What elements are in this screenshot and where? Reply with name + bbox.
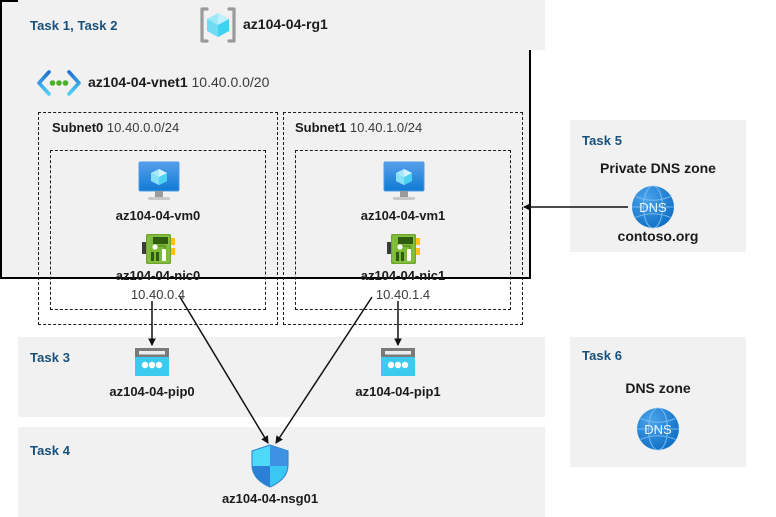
virtual-network-cidr: 10.40.0.0/20 (191, 74, 270, 90)
virtual-network-name: az104-04-vnet1 (88, 74, 188, 90)
subnet0-resource-box (50, 150, 266, 310)
nic1-label: az104-04-nic1 (360, 268, 446, 283)
subnet1-name: Subnet1 (295, 120, 347, 135)
resource-group-name: az104-04-rg1 (243, 16, 328, 32)
network-interface-icon (142, 232, 176, 266)
vm1-label: az104-04-vm1 (360, 208, 446, 223)
pip1-label: az104-04-pip1 (355, 384, 441, 399)
virtual-machine-icon (136, 160, 182, 202)
public-ip-address-icon (134, 347, 170, 377)
task-label-task4: Task 4 (30, 443, 71, 458)
subnet1-resource-box (295, 150, 511, 310)
private-dns-zone-name: contoso.org (617, 228, 699, 244)
network-security-group-icon (251, 444, 289, 488)
task-label-task5: Task 5 (582, 133, 623, 148)
resource-group-icon (198, 7, 238, 43)
subnet0-title: Subnet0 10.40.0.0/24 (52, 120, 179, 135)
network-interface-icon (387, 232, 421, 266)
vm0-label: az104-04-vm0 (115, 208, 201, 223)
dns-zone-heading: DNS zone (625, 380, 691, 396)
task-label-task6: Task 6 (582, 348, 623, 363)
nsg-label: az104-04-nsg01 (221, 491, 319, 506)
dns-icon-text: DNS (644, 422, 672, 437)
pip0-label: az104-04-pip0 (109, 384, 195, 399)
resource-group-panel (18, 0, 545, 50)
nic1-ip: 10.40.1.4 (375, 287, 431, 302)
task-label-task1-task2: Task 1, Task 2 (30, 18, 118, 33)
public-ip-address-icon (380, 347, 416, 377)
subnet1-title: Subnet1 10.40.1.0/24 (295, 120, 422, 135)
subnet0-name: Subnet0 (52, 120, 104, 135)
subnet1-cidr: 10.40.1.0/24 (349, 120, 423, 135)
virtual-machine-icon (381, 160, 427, 202)
nic0-label: az104-04-nic0 (115, 268, 201, 283)
public-ip-panel (18, 337, 545, 417)
dns-zone-icon: DNS (634, 405, 682, 453)
subnet0-cidr: 10.40.0.0/24 (106, 120, 180, 135)
subnet1-box (283, 112, 523, 325)
dns-icon-text: DNS (639, 200, 667, 215)
nic0-ip: 10.40.0.4 (130, 287, 186, 302)
virtual-network-title: az104-04-vnet1 10.40.0.0/20 (88, 74, 269, 90)
task-label-task3: Task 3 (30, 350, 71, 365)
dns-zone-icon: DNS (629, 183, 677, 231)
virtual-network-icon (36, 70, 82, 96)
private-dns-zone-heading: Private DNS zone (600, 160, 716, 176)
subnet0-box (38, 112, 278, 325)
private-dns-zone-panel (570, 120, 746, 252)
